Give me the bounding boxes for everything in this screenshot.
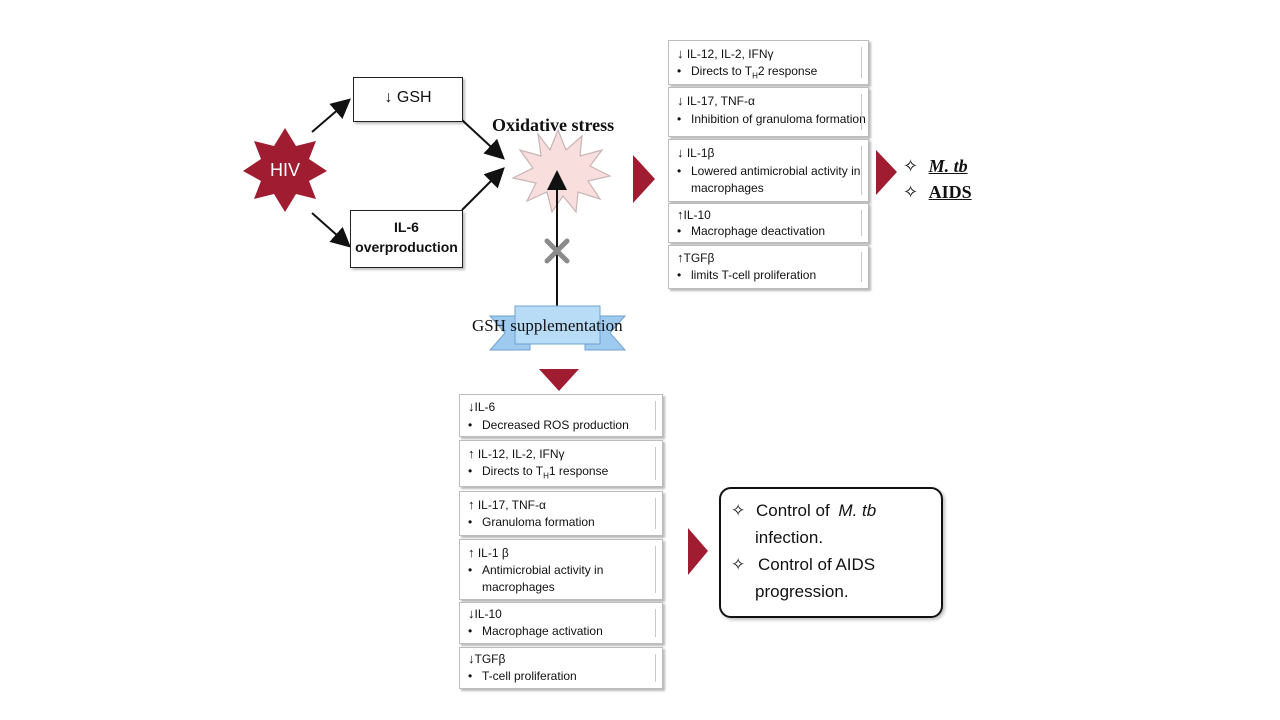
oxidative-stress-label: Oxidative stress [492, 115, 615, 135]
bullet-icon: • [677, 164, 682, 178]
block-x-icon [544, 238, 570, 264]
bullet-icon: • [677, 64, 682, 78]
outcome-control-aids-line2: progression. [755, 582, 849, 601]
effect-bullet-text: Granuloma formation [482, 515, 595, 529]
bottom-effect-box: ↓TGFβ • T-cell proliferation [459, 647, 663, 689]
up-arrow-icon: ↑ [468, 497, 475, 512]
effect-bullet-text: limits T-cell proliferation [691, 268, 817, 282]
bottom-effect-box: ↓IL-6 • Decreased ROS production [459, 394, 663, 437]
effect-bullet-continuation: macrophages [691, 181, 764, 195]
bottom-effect-box: ↑ IL-1 β • Antimicrobial activity in mac… [459, 539, 663, 600]
bullet-icon: • [468, 515, 473, 529]
outcome-control-mtb-line2: infection. [755, 528, 824, 547]
outcome-mtb: M. tb [928, 156, 968, 176]
hiv-star-shape [243, 128, 327, 212]
il6-box-line2: overproduction [355, 239, 458, 255]
bullet-icon: • [677, 224, 682, 238]
top-effect-box: ↑IL-10 • Macrophage deactivation [668, 203, 869, 243]
bullet-icon: • [468, 464, 473, 478]
outcome-control-mtb-italic: M. tb [838, 501, 877, 520]
bullet-icon: • [677, 112, 682, 126]
effect-title: IL-17, TNF-α [686, 94, 755, 108]
triangle-pointer-icon [539, 369, 579, 391]
effect-subscript: H [752, 71, 758, 81]
effect-title: IL-6 [474, 400, 496, 414]
arrow-gsh-to-stress [461, 119, 505, 160]
gsh-box-label: ↓ GSH [384, 89, 432, 106]
star-icon: ✧ [903, 156, 919, 176]
down-arrow-icon: ↓ [677, 46, 684, 61]
effect-title: IL-10 [474, 607, 502, 621]
effect-bullet-text: Lowered antimicrobial activity in [691, 164, 861, 178]
down-arrow-icon: ↓ [468, 651, 475, 666]
arrow-il6-to-stress [461, 167, 505, 211]
bullet-icon: • [468, 624, 473, 638]
bottom-effect-box: ↓IL-10 • Macrophage activation [459, 602, 663, 644]
top-effect-box: ↓ IL-17, TNF-α • Inhibition of granuloma… [668, 87, 869, 137]
top-effect-box: ↑TGFβ • limits T-cell proliferation [668, 245, 869, 289]
bullet-icon: • [677, 268, 682, 282]
triangle-pointer-icon [633, 155, 655, 203]
up-arrow-icon: ↑ [468, 446, 475, 461]
triangle-pointer-icon [688, 528, 708, 575]
effect-title: IL-1β [686, 146, 715, 160]
effect-bullet-text: Directs to T [482, 464, 544, 478]
effect-bullet-tail: 1 response [548, 464, 609, 478]
outcome-control-aids: Control of AIDS [757, 555, 876, 574]
effect-title: IL-1 β [477, 546, 509, 560]
bullet-icon: • [468, 418, 473, 432]
effect-bullet-text: Directs to T [691, 64, 753, 78]
star-icon: ✧ [731, 501, 746, 520]
effect-title: IL-12, IL-2, IFNγ [477, 447, 565, 461]
down-arrow-icon: ↓ [468, 399, 475, 414]
outcome-control-mtb-prefix: Control of [755, 501, 830, 520]
arrow-hiv-to-il6 [311, 212, 351, 248]
effect-bullet-tail: 2 response [757, 64, 818, 78]
il6-box-line1: IL-6 [394, 219, 419, 235]
gsh-supplementation-label: GSH supplementation [472, 316, 623, 335]
top-effect-box: ↓ IL-12, IL-2, IFNγ • Directs to TH2 res… [668, 40, 869, 85]
bottom-outcomes-box: ✧ Control of M. tb infection. ✧ Control … [719, 487, 943, 618]
effect-title: IL-12, IL-2, IFNγ [686, 47, 774, 61]
effect-bullet-text: T-cell proliferation [482, 669, 577, 683]
up-arrow-icon: ↑ [677, 250, 684, 265]
arrow-hiv-to-gsh [311, 98, 352, 133]
oxidative-burst-shape [511, 128, 612, 214]
bullet-icon: • [468, 563, 473, 577]
down-arrow-icon: ↓ [677, 145, 684, 160]
star-icon: ✧ [903, 182, 919, 202]
effect-bullet-text: Macrophage deactivation [691, 224, 826, 238]
up-arrow-icon: ↑ [468, 545, 475, 560]
effect-title: IL-17, TNF-α [477, 498, 546, 512]
effect-title: TGFβ [474, 652, 506, 666]
down-arrow-icon: ↓ [677, 93, 684, 108]
triangle-pointer-icon [876, 150, 897, 195]
down-arrow-icon: ↓ [468, 606, 475, 621]
effect-bullet-text: Macrophage activation [482, 624, 603, 638]
effect-bullet-continuation: macrophages [482, 580, 555, 594]
effect-title: IL-10 [683, 208, 711, 222]
hiv-label: HIV [269, 160, 300, 180]
effect-bullet-text: Decreased ROS production [482, 418, 629, 432]
supplement-banner-shape [488, 305, 627, 351]
top-effect-box: ↓ IL-1β • Lowered antimicrobial activity… [668, 139, 869, 202]
up-arrow-icon: ↑ [677, 207, 684, 222]
effect-bullet-text: Inhibition of granuloma formation [691, 112, 866, 126]
bottom-effect-box: ↑ IL-12, IL-2, IFNγ • Directs to TH1 res… [459, 440, 663, 487]
bottom-effect-box: ↑ IL-17, TNF-α • Granuloma formation [459, 491, 663, 536]
effect-bullet-text: Antimicrobial activity in [482, 563, 604, 577]
effect-subscript: H [543, 471, 549, 481]
effect-title: TGFβ [683, 251, 715, 265]
bullet-icon: • [468, 669, 473, 683]
gsh-box: ↓ GSH [353, 77, 463, 122]
il6-box: IL-6 overproduction [350, 210, 463, 268]
outcome-aids: AIDS [928, 182, 972, 202]
star-icon: ✧ [731, 555, 746, 574]
